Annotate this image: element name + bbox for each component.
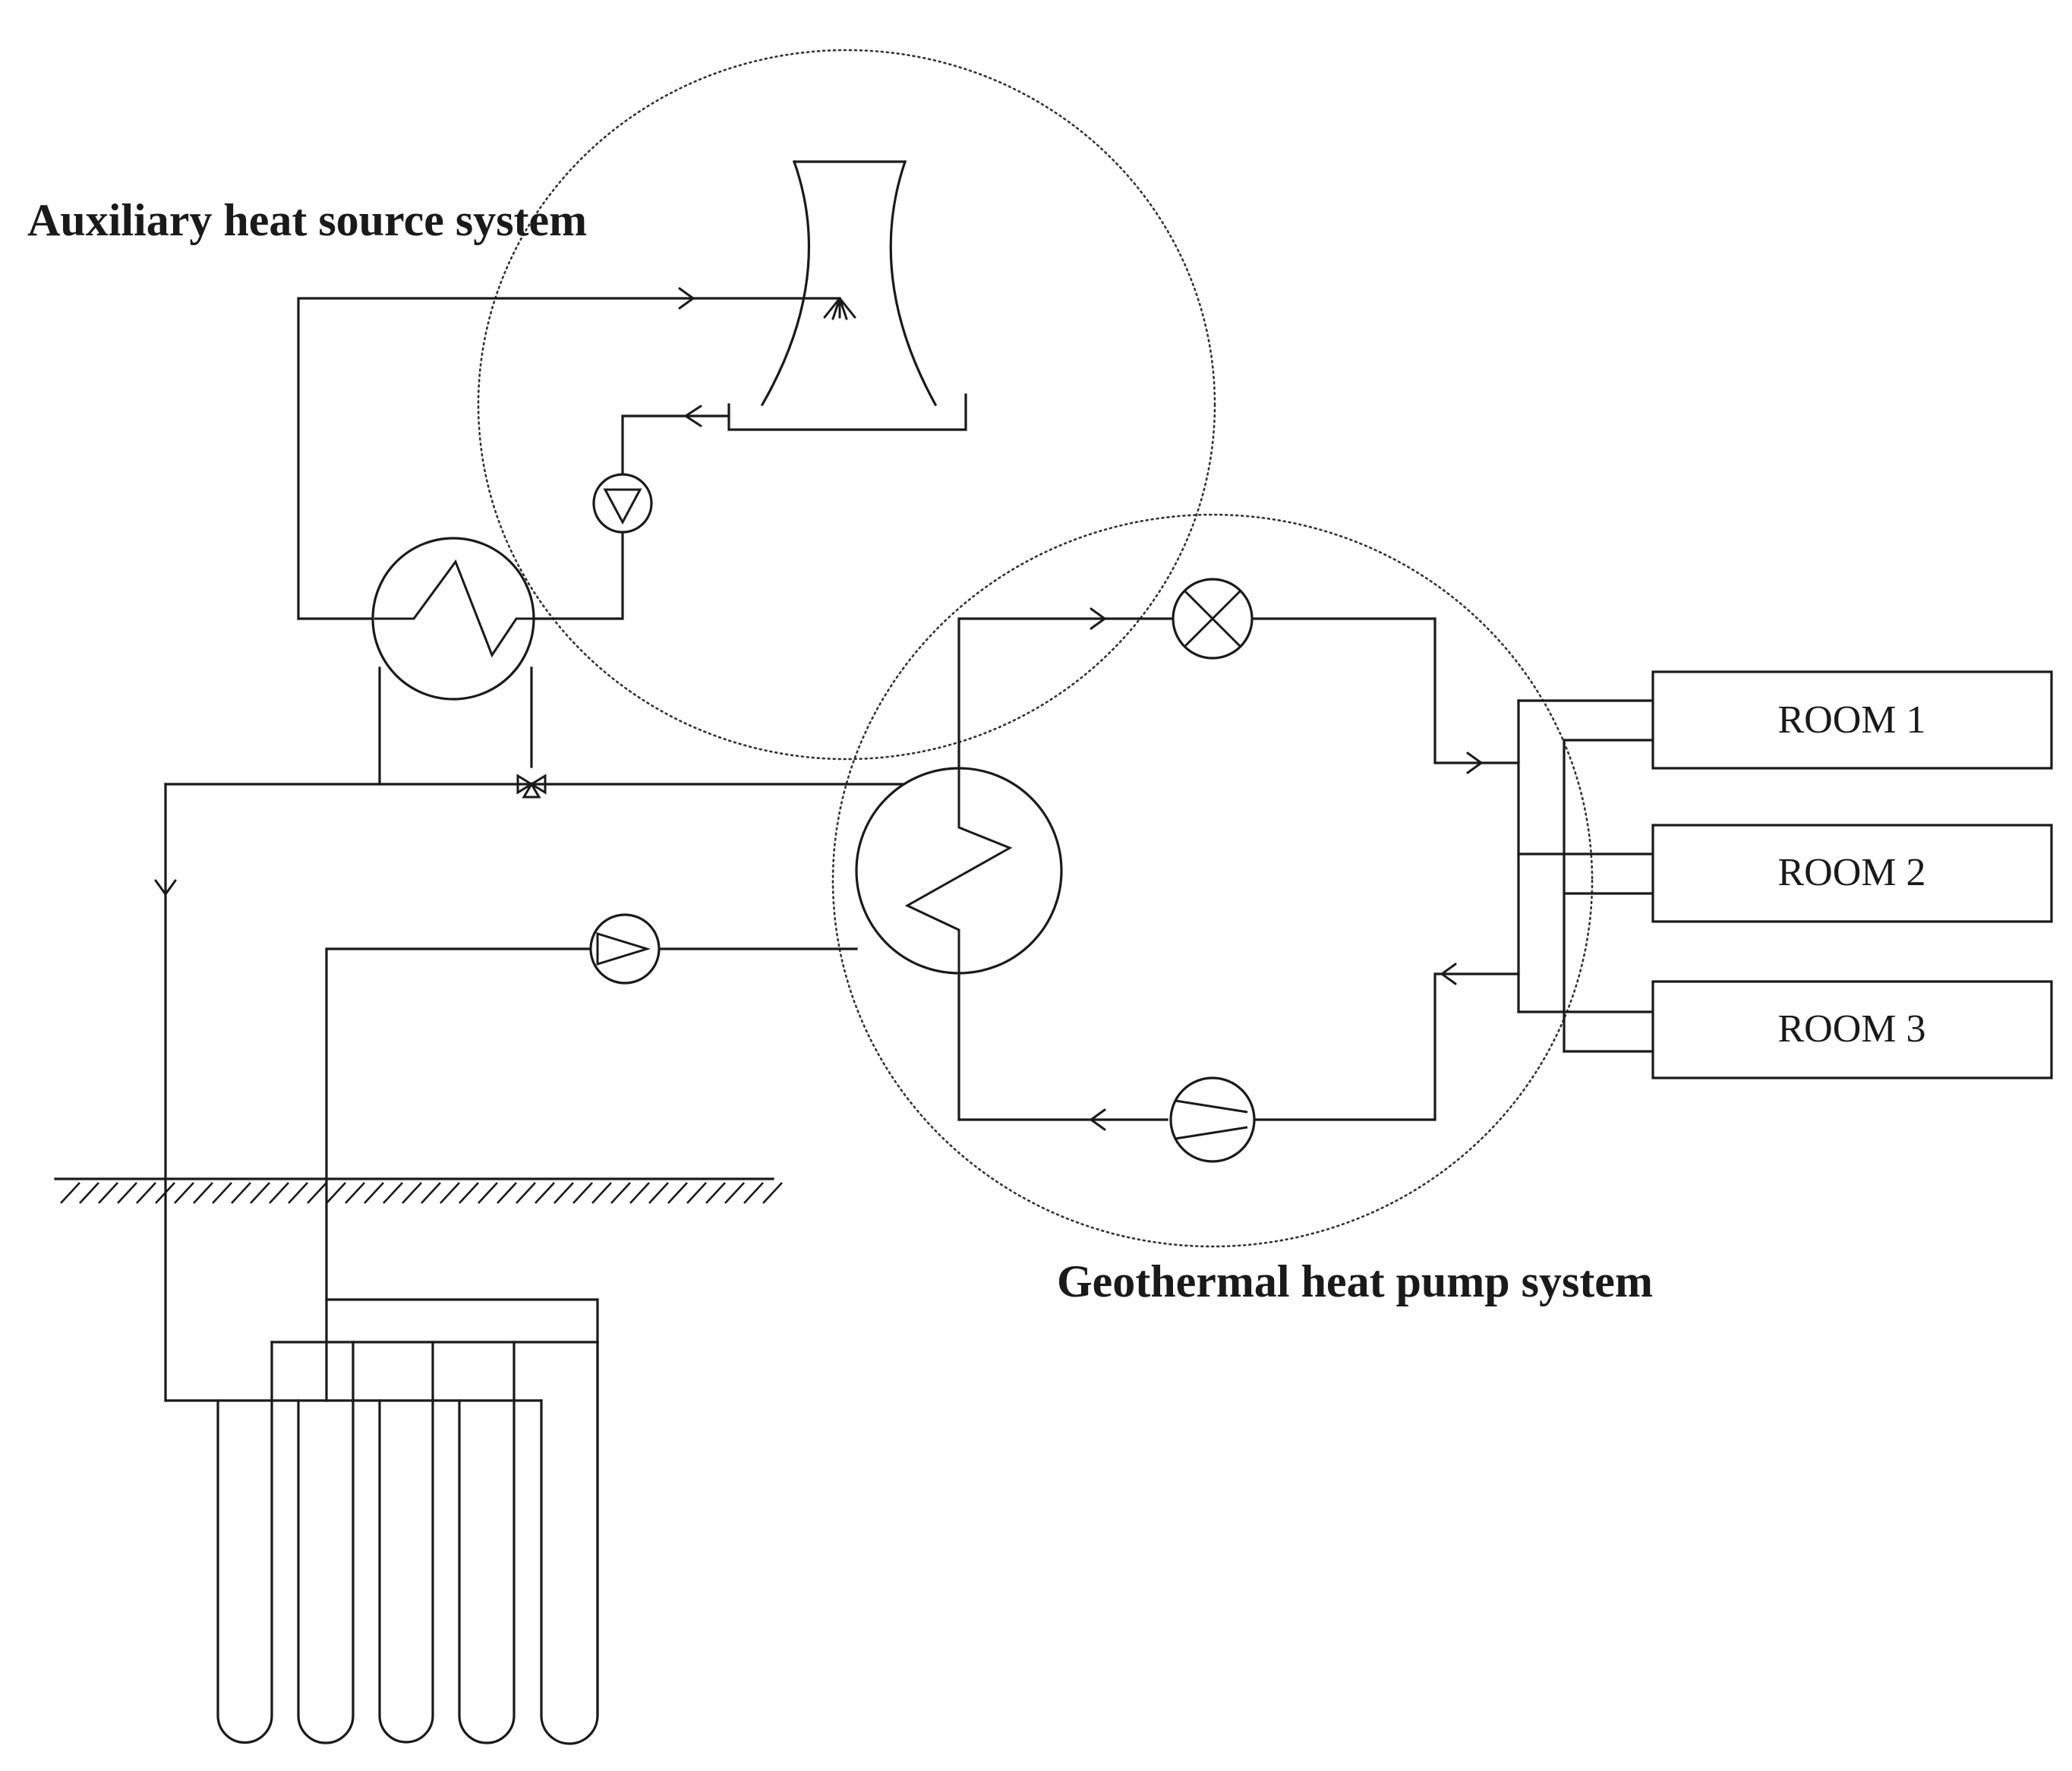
ground-return-pipe — [325, 947, 858, 1402]
ground-loop-pump-icon — [589, 913, 661, 985]
hatch-mark — [250, 1182, 270, 1204]
hatch-mark — [117, 1182, 137, 1204]
hatch-mark — [572, 1182, 593, 1204]
borehole-u-tube-icon — [378, 1341, 434, 1744]
spray-nozzle-icon — [823, 297, 856, 320]
main-heat-exchanger-icon — [855, 767, 1063, 975]
hatch-mark — [60, 1182, 80, 1204]
geothermal-system-label: Geothermal heat pump system — [1057, 1256, 1653, 1306]
ground-surface-hatch-icon — [54, 1177, 783, 1204]
hatch-mark — [402, 1182, 422, 1204]
flow-arrow-to-rooms — [1466, 752, 1483, 774]
hatch-mark — [231, 1182, 251, 1204]
flow-arrow-refrigerant-bottom — [1090, 1108, 1106, 1131]
room-1: ROOM 1 — [1651, 670, 2053, 770]
auxiliary-circulation-pump-icon — [592, 473, 653, 534]
hatch-mark — [79, 1182, 99, 1204]
hatch-mark — [174, 1182, 194, 1204]
auxiliary-system-label: Auxiliary heat source system — [27, 195, 587, 245]
hatch-mark — [288, 1182, 308, 1204]
flow-arrow-aux-return — [684, 405, 702, 427]
room-1-label: ROOM 1 — [1777, 698, 1925, 742]
borehole-u-tube-icon — [216, 1341, 273, 1744]
room-distribution-pipes — [1517, 699, 1654, 1053]
hatch-mark — [478, 1182, 498, 1204]
refrigerant-top-right-pipe — [1251, 617, 1520, 764]
hatch-mark — [98, 1182, 118, 1204]
room-3: ROOM 3 — [1651, 980, 2053, 1079]
expansion-valve-icon — [1172, 578, 1254, 660]
hatch-mark — [193, 1182, 213, 1204]
borehole-u-tube-icon — [458, 1341, 516, 1744]
hatch-mark — [667, 1182, 688, 1204]
borehole-u-tube-icon — [540, 1341, 599, 1745]
hatch-mark — [307, 1182, 327, 1204]
room-2: ROOM 2 — [1651, 824, 2053, 923]
hatch-mark — [516, 1182, 536, 1204]
borehole-u-tubes — [216, 1341, 599, 1745]
hatch-mark — [591, 1182, 612, 1204]
flow-arrow-from-rooms — [1440, 963, 1457, 985]
flow-arrow-aux-supply — [678, 287, 695, 310]
hatch-mark — [155, 1182, 175, 1204]
geothermal-system-boundary — [831, 513, 1594, 1248]
hatch-mark — [648, 1182, 669, 1204]
hatch-mark — [459, 1182, 479, 1204]
hatch-mark — [629, 1182, 650, 1204]
hatch-mark — [440, 1182, 460, 1204]
cooling-tower-icon — [727, 159, 967, 431]
hatch-mark — [326, 1182, 346, 1204]
hatch-mark — [383, 1182, 403, 1204]
hatch-mark — [610, 1182, 631, 1204]
room-2-label: ROOM 2 — [1777, 851, 1925, 894]
borehole-field — [164, 1298, 599, 1717]
hatch-mark — [724, 1182, 745, 1204]
hatch-mark — [705, 1182, 726, 1204]
hatch-mark — [421, 1182, 441, 1204]
hatch-mark — [743, 1182, 764, 1204]
room-3-label: ROOM 3 — [1777, 1007, 1925, 1051]
hatch-mark — [269, 1182, 289, 1204]
hatch-mark — [762, 1182, 783, 1204]
flow-arrow-refrigerant-top — [1090, 607, 1106, 630]
hatch-mark — [497, 1182, 517, 1204]
hatch-mark — [136, 1182, 156, 1204]
hatch-mark — [553, 1182, 574, 1204]
aux-supply-pipe — [297, 297, 841, 620]
borehole-u-tube-icon — [297, 1341, 355, 1744]
hatch-mark — [535, 1182, 555, 1204]
refrigerant-bottom-right-pipe — [1251, 972, 1520, 1121]
hatch-mark — [345, 1182, 365, 1204]
auxiliary-system-boundary — [477, 49, 1216, 761]
hatch-mark — [364, 1182, 384, 1204]
flow-arrow-ground-down — [154, 879, 177, 896]
auxiliary-heat-exchanger-icon — [297, 537, 535, 701]
hatch-mark — [212, 1182, 232, 1204]
three-way-valve-icon — [516, 774, 547, 799]
refrigerant-bottom-pipe — [957, 972, 1168, 1121]
compressor-icon — [1169, 1076, 1256, 1163]
hatch-mark — [686, 1182, 707, 1204]
refrigerant-top-pipe — [957, 617, 1175, 770]
